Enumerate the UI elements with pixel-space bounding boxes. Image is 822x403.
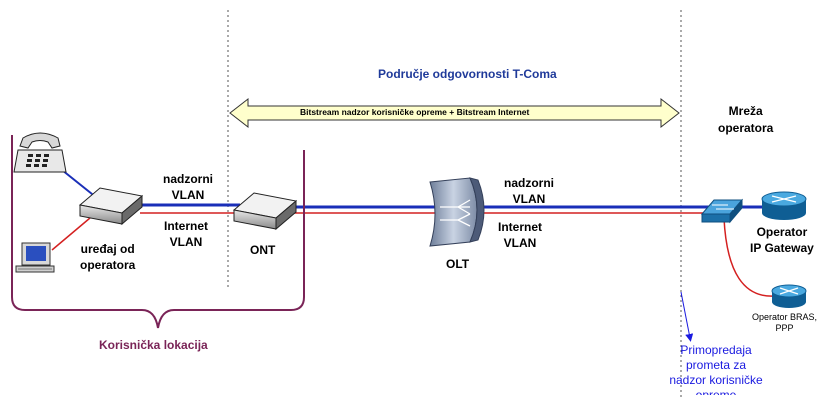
vlan-nadzorni-right-line2: VLAN — [512, 192, 546, 206]
olt-label: OLT — [446, 257, 470, 271]
ont-label: ONT — [250, 243, 276, 257]
bras-label: Operator BRAS, PPP — [752, 312, 817, 334]
computer-icon — [15, 242, 55, 273]
handover-arrow — [680, 291, 694, 342]
vlan-internet-right-line2: VLAN — [503, 236, 537, 250]
title: Područje odgovornosti T-Coma — [378, 67, 557, 81]
operator-network-label: Mreža operatora — [718, 103, 773, 137]
bras-link — [723, 217, 777, 297]
vlan-nadzorni-left-line2: VLAN — [171, 188, 205, 202]
vlan-nadzorni-right: nadzorni VLAN — [504, 175, 554, 207]
vlan-internet-left-line2: VLAN — [169, 235, 203, 249]
ip-gateway-router-icon — [761, 191, 807, 220]
vlan-internet-right-line1: Internet — [498, 220, 543, 234]
vlan-nadzorni-right-line1: nadzorni — [504, 176, 554, 190]
customer-device-label-line1: uređaj od — [80, 242, 135, 256]
customer-device-label-line2: operatora — [80, 258, 136, 272]
pc-link — [51, 217, 91, 251]
vlan-internet-right: Internet VLAN — [498, 219, 542, 251]
handover-label-line1: Primopredaja — [680, 343, 752, 357]
switch-icon — [700, 198, 744, 224]
bras-router-icon — [771, 284, 807, 308]
user-location-label: Korisnička lokacija — [99, 338, 208, 352]
ip-gateway-label: Operator IP Gateway — [750, 224, 814, 256]
olt-device-icon — [429, 177, 485, 247]
vlan-internet-left-line1: Internet — [164, 219, 209, 233]
arrow-label: Bitstream nadzor korisničke opreme + Bit… — [300, 107, 530, 117]
vlan-internet-left: Internet VLAN — [164, 218, 208, 250]
bras-label-line1: Operator BRAS, — [752, 312, 818, 322]
responsibility-arrow — [229, 97, 680, 129]
ip-gateway-label-line1: Operator — [756, 225, 808, 239]
ont-device-icon — [232, 192, 298, 231]
operator-network-line1: Mreža — [728, 104, 763, 118]
phone-link — [61, 169, 98, 199]
ip-gateway-label-line2: IP Gateway — [750, 241, 814, 255]
vlan-nadzorni-left: nadzorni VLAN — [163, 171, 213, 203]
handover-label: Primopredaja prometa za nadzor korisničk… — [650, 343, 782, 395]
handover-label-line3: nadzor korisničke — [669, 373, 763, 387]
handover-label-line4: opreme — [695, 388, 737, 395]
bras-label-line2: PPP — [775, 323, 794, 333]
user-location-bracket — [11, 135, 305, 329]
customer-device-label: uređaj od operatora — [80, 241, 135, 273]
operator-network-line2: operatora — [718, 121, 774, 135]
customer-device-icon — [78, 187, 144, 226]
handover-label-line2: prometa za — [685, 358, 747, 372]
vlan-nadzorni-left-line1: nadzorni — [163, 172, 213, 186]
phone-icon — [13, 132, 67, 173]
